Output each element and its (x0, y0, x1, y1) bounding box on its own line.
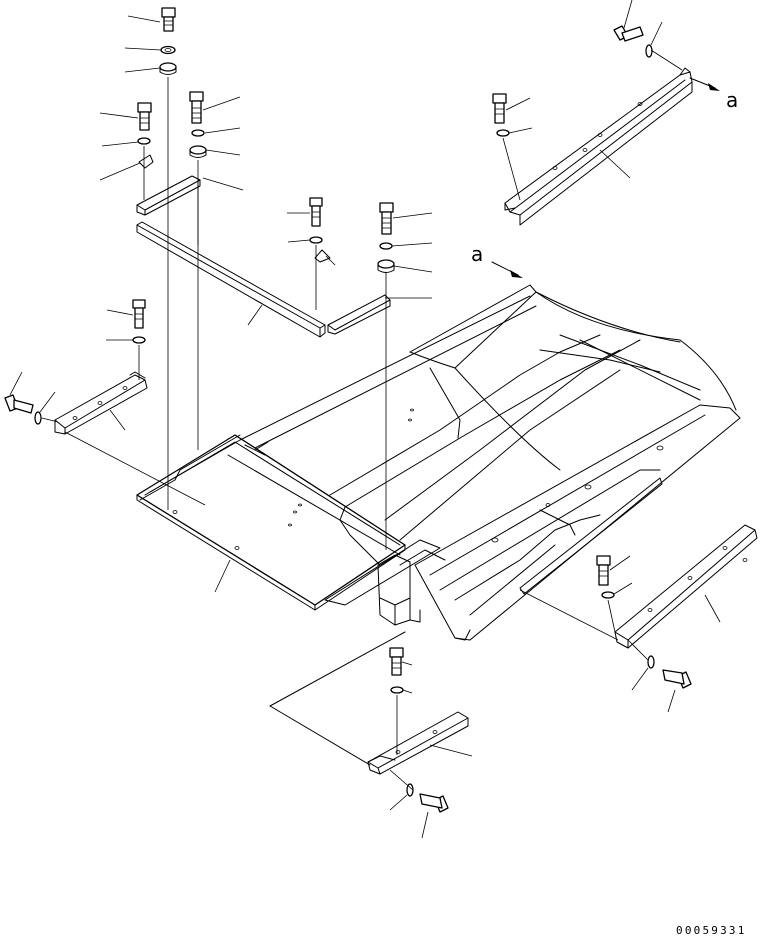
washers (34, 44, 655, 797)
view-arrows (491, 77, 720, 278)
left-bracket (54, 371, 148, 435)
bolt-2 (189, 91, 204, 124)
bolt-5 (379, 202, 394, 235)
bolt-4 (309, 197, 323, 227)
bolt-8 (596, 555, 611, 586)
bottom-bracket (269, 631, 469, 775)
view-label-a-top: a (726, 88, 739, 112)
right-lower-bracket (614, 524, 758, 649)
washer-3 (137, 137, 151, 145)
top-right-rail (504, 67, 693, 226)
bolt-13 (419, 793, 449, 813)
washer-12 (390, 686, 404, 694)
assembly-lines (41, 49, 683, 791)
bolt-10 (613, 25, 644, 42)
bolt-12 (662, 669, 692, 689)
washer-6 (132, 336, 146, 344)
main-frame (136, 284, 741, 641)
leader-lines (9, 0, 721, 839)
view-label-a-mid: a (471, 242, 484, 266)
bolt-3 (137, 102, 152, 131)
bolt-7 (492, 93, 507, 124)
washer-2 (191, 129, 205, 137)
bolts (4, 7, 692, 813)
washer-1 (160, 45, 176, 55)
washer-4 (309, 236, 323, 244)
bolt-6 (132, 299, 146, 329)
washer-5 (379, 242, 393, 250)
bolt-9 (389, 647, 404, 676)
bolt-11 (4, 394, 34, 414)
washer-8 (645, 44, 653, 58)
drawing-number: 00059331 (676, 924, 747, 937)
washer-11 (647, 655, 655, 669)
washer-9 (34, 411, 42, 425)
bolt-1 (161, 7, 176, 32)
top-left-bar (136, 154, 391, 338)
washer-7 (496, 129, 510, 137)
spacer-2 (189, 145, 207, 155)
washer-10 (601, 591, 615, 599)
spacer-1 (159, 62, 177, 72)
spacer-3 (377, 259, 395, 269)
